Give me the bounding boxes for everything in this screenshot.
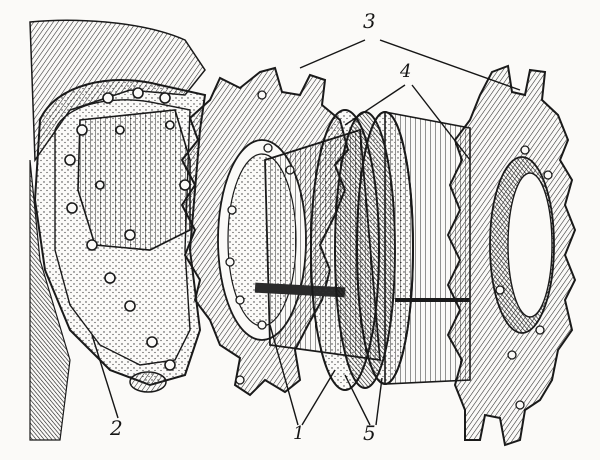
- callout-label-4: 4: [400, 61, 412, 82]
- leader-lines: [91, 39, 521, 426]
- callout-label-1: 1: [293, 423, 305, 444]
- housing-bolts: [64, 87, 191, 371]
- sprocket-right-3: [446, 64, 577, 447]
- callout-label-2: 2: [110, 416, 123, 440]
- callout-label-3: 3: [363, 9, 376, 33]
- housing-part-2: [33, 79, 207, 393]
- callout-label-5: 5: [363, 421, 376, 445]
